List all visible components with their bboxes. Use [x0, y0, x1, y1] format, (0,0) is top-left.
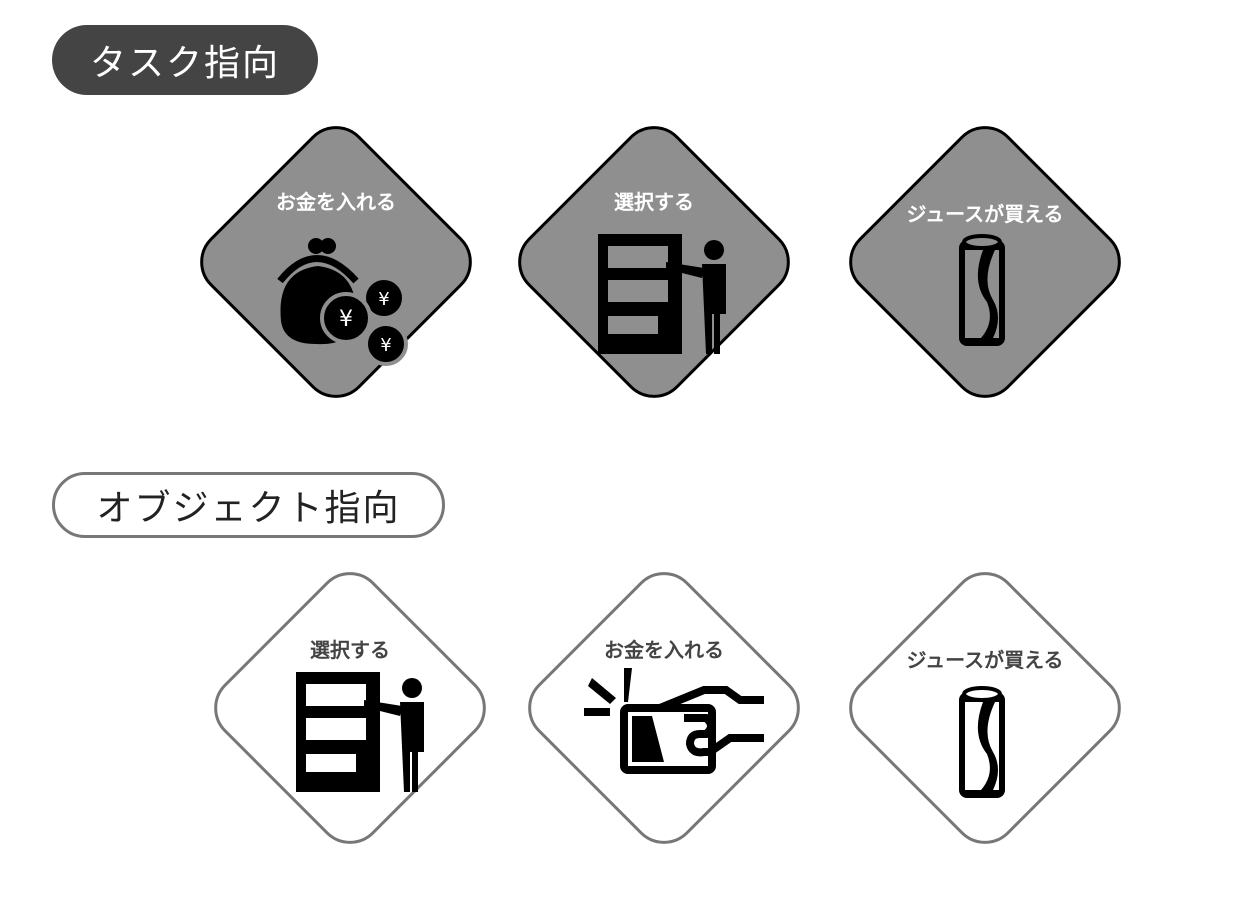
task-step-get-juice: ジュースが買える	[835, 112, 1135, 412]
task-oriented-title: タスク指向	[52, 25, 318, 95]
svg-text:¥: ¥	[339, 307, 353, 332]
step-label: 選択する	[614, 190, 694, 214]
vending-machine-icon	[296, 672, 424, 792]
object-step-get-juice: ジュースが買える	[835, 558, 1135, 858]
step-label: ジュースが買える	[906, 648, 1064, 672]
step-label: お金を入れる	[604, 638, 724, 662]
step-label: お金を入れる	[276, 190, 396, 214]
step-label: ジュースが買える	[906, 202, 1064, 226]
svg-text:¥: ¥	[380, 335, 391, 356]
purse-coins-icon: ¥ ¥ ¥	[277, 238, 408, 366]
object-step-select: 選択する	[200, 558, 500, 858]
can-icon	[959, 234, 1005, 346]
vending-machine-icon	[598, 234, 726, 354]
object-oriented-title: オブジェクト指向	[52, 472, 445, 538]
svg-text:¥: ¥	[378, 289, 389, 310]
can-icon	[959, 686, 1005, 798]
step-label: 選択する	[310, 638, 390, 662]
object-step-insert-money: お金を入れる	[514, 558, 814, 858]
card-insert-icon	[584, 668, 764, 774]
task-step-insert-money: お金を入れる ¥ ¥ ¥	[186, 112, 486, 412]
task-step-select: 選択する	[504, 112, 804, 412]
